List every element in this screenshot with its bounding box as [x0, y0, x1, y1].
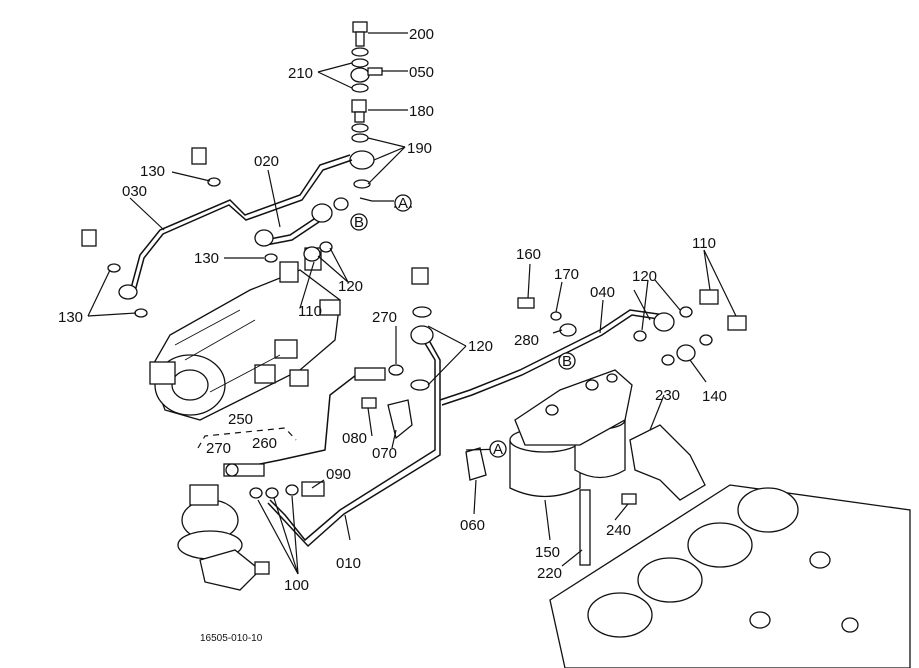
part-label-140: 140 — [702, 388, 727, 405]
part-label-040: 040 — [590, 284, 615, 301]
part-label-070: 070 — [372, 445, 397, 462]
feed-pump — [177, 484, 270, 591]
part-label-230: 230 — [655, 387, 680, 404]
part-label-110-left: 110 — [298, 303, 322, 320]
marker-a-top-text: A — [398, 195, 408, 212]
part-label-260: 260 — [252, 435, 277, 452]
marker-a-bottom-text: A — [493, 441, 503, 458]
mounting-bracket — [629, 424, 706, 501]
part-label-130-left: 130 — [58, 309, 83, 326]
group-bracket-250 — [197, 427, 297, 449]
marker-a-top: A — [394, 194, 412, 212]
fuel-filter — [509, 369, 633, 566]
part-labels: 200 210 050 180 190 130 020 030 130 130 … — [58, 26, 727, 594]
part-label-130-mid: 130 — [194, 250, 219, 267]
marker-b-top: B — [350, 213, 368, 231]
part-label-270-top: 270 — [372, 309, 397, 326]
leader-lines-top — [317, 32, 408, 202]
part-label-030: 030 — [122, 183, 147, 200]
marker-b-bottom: B — [558, 352, 576, 370]
part-label-120-center: 120 — [468, 338, 493, 355]
part-label-220: 220 — [537, 565, 562, 582]
part-label-240: 240 — [606, 522, 631, 539]
drawing-code: 16505-010-10 — [200, 633, 263, 644]
top-bolt-stack — [333, 21, 383, 211]
part-label-210: 210 — [288, 65, 313, 82]
part-label-130-top: 130 — [140, 163, 165, 180]
part-label-200: 200 — [409, 26, 434, 43]
part-label-270-bottom: 270 — [206, 440, 231, 457]
part-label-120-top: 120 — [338, 278, 363, 295]
part-label-190: 190 — [407, 140, 432, 157]
marker-a-bottom: A — [489, 440, 507, 458]
marker-b-top-text: B — [354, 214, 364, 231]
part-label-020: 020 — [254, 153, 279, 170]
part-label-090: 090 — [326, 466, 351, 483]
part-label-150: 150 — [535, 544, 560, 561]
part-label-110-right: 110 — [692, 235, 716, 252]
part-label-100: 100 — [284, 577, 309, 594]
part-label-160: 160 — [516, 246, 541, 263]
part-label-120-right: 120 — [632, 268, 657, 285]
part-label-050: 050 — [409, 64, 434, 81]
part-label-170: 170 — [554, 266, 579, 283]
leader-lines — [87, 169, 737, 575]
part-label-250: 250 — [228, 411, 253, 428]
marker-b-bottom-text: B — [562, 353, 572, 370]
cylinder-block — [549, 484, 911, 668]
part-label-280: 280 — [514, 332, 539, 349]
injection-pump — [149, 247, 341, 421]
part-label-180: 180 — [409, 103, 434, 120]
part-label-080: 080 — [342, 430, 367, 447]
part-label-010: 010 — [336, 555, 361, 572]
part-label-060: 060 — [460, 517, 485, 534]
fittings — [81, 147, 747, 505]
